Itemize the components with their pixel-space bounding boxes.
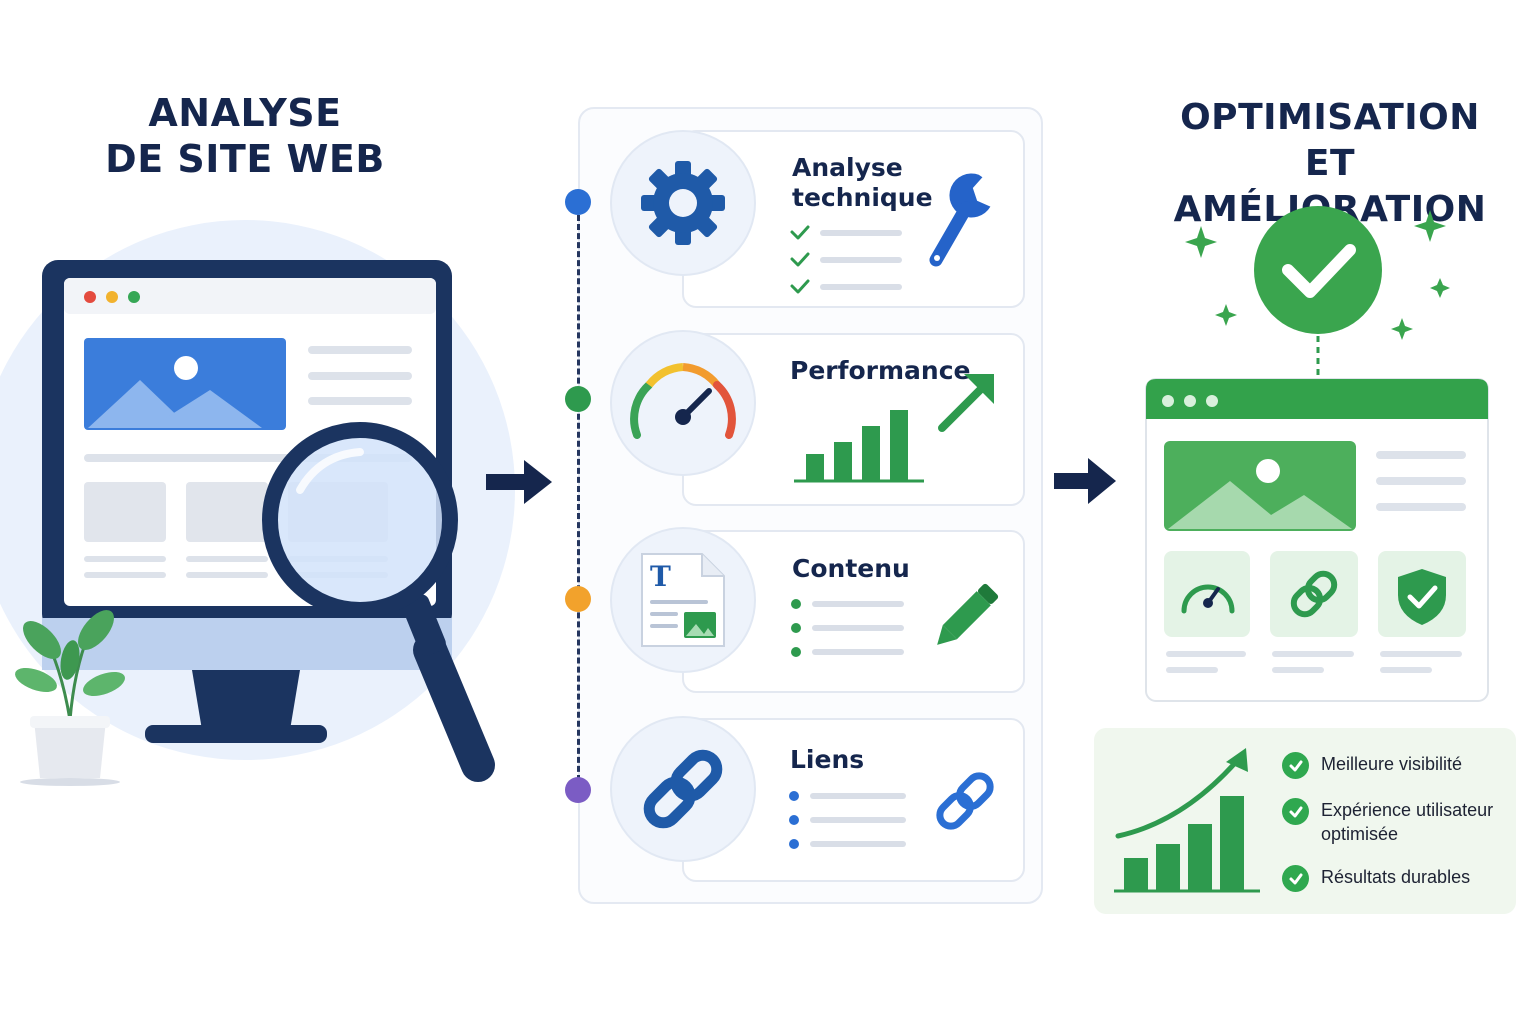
check-circle-icon [1282, 798, 1309, 825]
document-icon: T [641, 553, 725, 647]
step-title-liens: Liens [790, 745, 865, 774]
right-title-line1: OPTIMISATION [1180, 97, 1480, 138]
left-title-line2: DE SITE WEB [105, 137, 385, 181]
left-title-line1: ANALYSE [148, 91, 342, 135]
speedometer-icon [1181, 584, 1235, 614]
svg-text:T: T [650, 560, 671, 593]
magnifier-icon [262, 422, 495, 782]
step-circle-technique [610, 130, 756, 276]
step-circle-performance [610, 330, 756, 476]
arrow-right-icon [486, 460, 552, 504]
plant-icon [15, 610, 125, 786]
speedometer-icon [630, 363, 736, 439]
benefit-item: Résultats durables [1282, 865, 1470, 892]
timeline-dot-2 [565, 386, 591, 412]
step-title-technique-line2: technique [792, 183, 933, 212]
timeline-line [577, 215, 580, 790]
shield-check-icon [1398, 569, 1446, 625]
link-icon [643, 749, 723, 829]
step-title-contenu: Contenu [792, 554, 910, 583]
bar-chart-icon [794, 410, 924, 483]
check-circle-icon [1254, 206, 1382, 334]
check-icon [790, 225, 810, 240]
timeline-dot-1 [565, 189, 591, 215]
step-title-technique-line1: Analyse [792, 153, 903, 182]
step-title-technique: Analyse technique [792, 153, 933, 213]
arrow-right-icon [1054, 458, 1116, 504]
timeline-dot-4 [565, 777, 591, 803]
benefit-item: Expérience utilisateur optimisée [1282, 798, 1502, 846]
check-icon [790, 252, 810, 267]
growth-chart-icon [1114, 748, 1260, 893]
success-check-illustration [1185, 206, 1450, 376]
step-circle-contenu: T [610, 527, 756, 673]
wrench-icon [929, 173, 991, 267]
link-icon [1290, 570, 1338, 618]
website-analysis-illustration [0, 220, 515, 786]
contenu-list [791, 599, 904, 657]
step-circle-liens [610, 716, 756, 862]
trend-up-arrow-icon [938, 374, 994, 432]
sparkle-icons [1185, 210, 1450, 340]
check-circle-icon [1282, 752, 1309, 779]
benefit-text: Expérience utilisateur optimisée [1321, 800, 1494, 844]
check-icon [790, 279, 810, 294]
liens-list [789, 791, 906, 849]
step-title-performance: Performance [790, 356, 971, 385]
optimized-website-illustration [1145, 378, 1489, 702]
link-icon [936, 772, 994, 830]
timeline-dot-3 [565, 586, 591, 612]
benefit-item: Meilleure visibilité [1282, 752, 1462, 779]
gear-icon [641, 161, 725, 245]
benefit-text: Meilleure visibilité [1321, 754, 1463, 774]
benefit-text: Résultats durables [1321, 867, 1471, 887]
technique-checklist [790, 225, 902, 294]
pencil-icon [937, 583, 999, 645]
check-circle-icon [1282, 865, 1309, 892]
left-title: ANALYSE DE SITE WEB [90, 90, 400, 182]
